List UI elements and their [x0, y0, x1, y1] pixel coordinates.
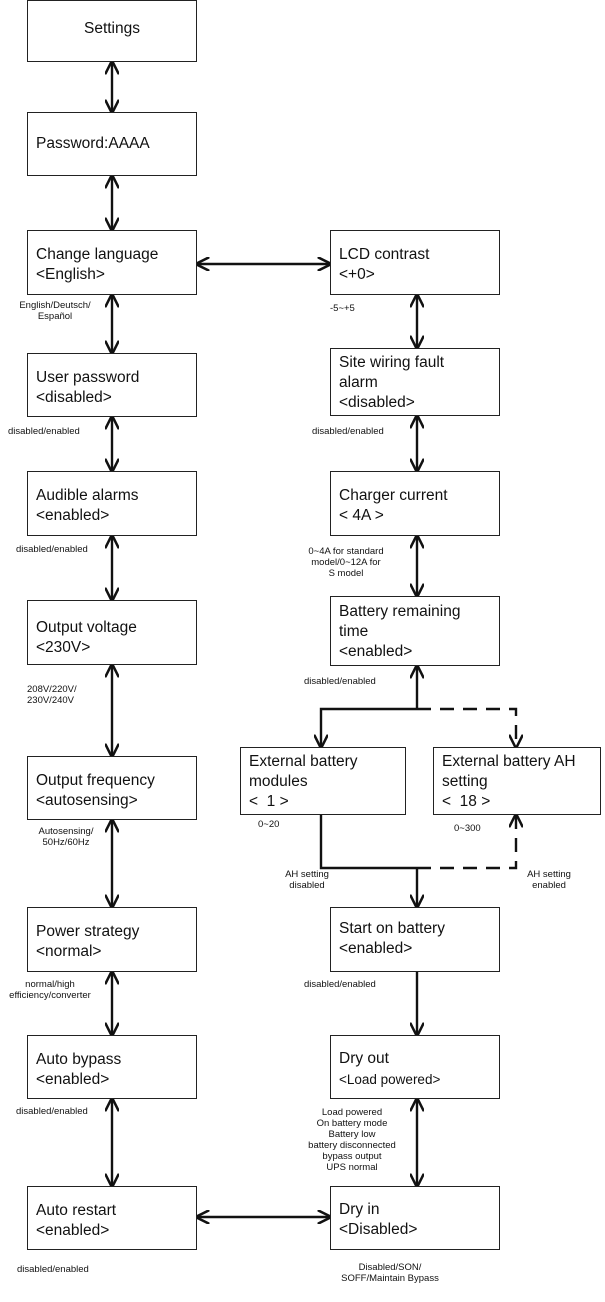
dry-in-value: <Disabled>	[339, 1221, 418, 1238]
power-strategy-value: <normal>	[36, 943, 102, 960]
ext-battery-modules-title: External battery	[249, 753, 358, 770]
site-wiring-node[interactable]: Site wiring fault alarm <disabled>	[330, 348, 500, 416]
dry-in-title: Dry in	[339, 1201, 380, 1218]
battery-remaining-title-2: time	[339, 623, 369, 640]
user-password-node[interactable]: User password <disabled>	[27, 353, 197, 417]
battery-remaining-title: Battery remaining	[339, 603, 461, 620]
output-frequency-options-note: Autosensing/ 50Hz/60Hz	[38, 826, 94, 848]
output-frequency-value: <autosensing>	[36, 792, 138, 809]
auto-bypass-title: Auto bypass	[36, 1051, 122, 1068]
output-frequency-title: Output frequency	[36, 772, 155, 789]
ext-modules-range-note: 0~20	[258, 819, 280, 830]
auto-restart-title: Auto restart	[36, 1202, 117, 1219]
power-strategy-title: Power strategy	[36, 923, 140, 940]
ext-ah-range-note: 0~300	[454, 823, 481, 834]
language-options-note: English/Deutsch/ Español	[19, 300, 91, 322]
start-on-battery-node[interactable]: Start on battery <enabled>	[330, 907, 500, 972]
site-wiring-options-note: disabled/enabled	[312, 426, 384, 437]
output-voltage-title: Output voltage	[36, 619, 137, 636]
battery-remaining-node[interactable]: Battery remaining time <enabled>	[330, 596, 500, 666]
auto-restart-options-note: disabled/enabled	[17, 1264, 89, 1275]
audible-alarms-title: Audible alarms	[36, 487, 139, 504]
start-on-battery-title: Start on battery	[339, 920, 445, 937]
user-password-value: <disabled>	[36, 389, 112, 406]
lcd-contrast-value: <+0>	[339, 266, 375, 283]
audible-alarms-node[interactable]: Audible alarms <enabled>	[27, 471, 197, 536]
lcd-contrast-title: LCD contrast	[339, 246, 430, 263]
auto-bypass-node[interactable]: Auto bypass <enabled>	[27, 1035, 197, 1099]
ext-battery-ah-title-2: setting	[442, 773, 488, 790]
site-wiring-title-2: alarm	[339, 374, 378, 391]
ext-battery-modules-value: < 1 >	[249, 793, 289, 810]
auto-restart-node[interactable]: Auto restart <enabled>	[27, 1186, 197, 1250]
dry-in-options-note: Disabled/SON/ SOFF/Maintain Bypass	[341, 1262, 439, 1284]
user-password-title: User password	[36, 369, 140, 386]
power-strategy-options-note: normal/high efficiency/converter	[9, 979, 91, 1001]
site-wiring-value: <disabled>	[339, 394, 415, 411]
power-strategy-node[interactable]: Power strategy <normal>	[27, 907, 197, 972]
settings-node[interactable]: Settings	[27, 0, 197, 62]
dry-out-value: <Load powered>	[339, 1072, 441, 1087]
audible-alarms-options-note: disabled/enabled	[16, 544, 88, 555]
battery-remaining-value: <enabled>	[339, 643, 413, 660]
audible-alarms-value: <enabled>	[36, 507, 110, 524]
ah-disabled-note: AH setting disabled	[285, 869, 329, 891]
ext-battery-ah-title: External battery AH	[442, 753, 576, 770]
battery-remaining-options-note: disabled/enabled	[304, 676, 376, 687]
change-language-title: Change language	[36, 246, 159, 263]
auto-bypass-value: <enabled>	[36, 1071, 110, 1088]
lcd-contrast-range-note: -5~+5	[330, 303, 355, 314]
charger-current-node[interactable]: Charger current < 4A >	[330, 471, 500, 536]
dry-out-options-note: Load powered On battery mode Battery low…	[308, 1107, 396, 1173]
lcd-contrast-node[interactable]: LCD contrast <+0>	[330, 230, 500, 295]
ext-battery-modules-title-2: modules	[249, 773, 308, 790]
user-password-options-note: disabled/enabled	[8, 426, 80, 437]
dry-in-node[interactable]: Dry in <Disabled>	[330, 1186, 500, 1250]
ext-battery-ah-value: < 18 >	[442, 793, 491, 810]
output-voltage-value: <230V>	[36, 639, 91, 656]
auto-restart-value: <enabled>	[36, 1222, 110, 1239]
ext-battery-modules-node[interactable]: External battery modules < 1 >	[240, 747, 406, 815]
settings-label: Settings	[83, 20, 140, 37]
output-frequency-node[interactable]: Output frequency <autosensing>	[27, 756, 197, 820]
ah-enabled-note: AH setting enabled	[527, 869, 571, 891]
dashed-line-to-ext-ah	[417, 707, 516, 747]
change-language-value: <English>	[36, 266, 105, 283]
line-to-ext-modules	[321, 707, 417, 747]
site-wiring-title: Site wiring fault	[339, 354, 445, 371]
charger-current-range-note: 0~4A for standard model/0~12A for S mode…	[308, 546, 384, 579]
auto-bypass-options-note: disabled/enabled	[16, 1106, 88, 1117]
charger-current-value: < 4A >	[339, 507, 384, 524]
dry-out-node[interactable]: Dry out <Load powered>	[330, 1035, 500, 1099]
start-on-battery-value: <enabled>	[339, 940, 413, 957]
output-voltage-options-note: 208V/220V/ 230V/240V	[27, 684, 77, 706]
start-on-battery-options-note: disabled/enabled	[304, 979, 376, 990]
password-label: Password:AAAA	[36, 135, 150, 152]
dry-out-title: Dry out	[339, 1050, 389, 1067]
charger-current-title: Charger current	[339, 487, 448, 504]
ext-battery-ah-node[interactable]: External battery AH setting < 18 >	[433, 747, 601, 815]
password-node[interactable]: Password:AAAA	[27, 112, 197, 176]
change-language-node[interactable]: Change language <English>	[27, 230, 197, 295]
output-voltage-node[interactable]: Output voltage <230V>	[27, 600, 197, 665]
